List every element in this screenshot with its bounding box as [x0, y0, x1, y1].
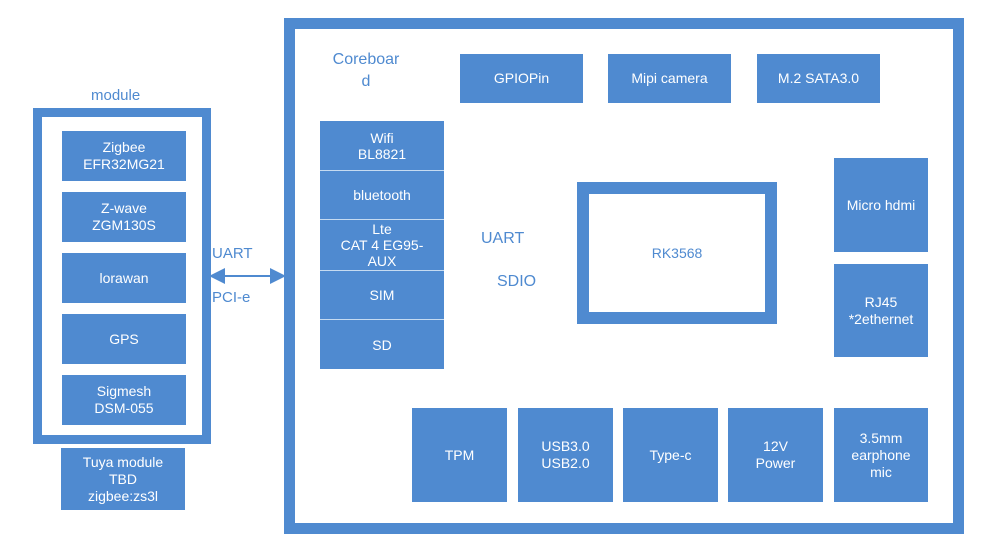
- sd-cell: SD: [372, 336, 392, 353]
- module-item-zigbee: Zigbee EFR32MG21: [62, 131, 186, 181]
- bluetooth-cell: bluetooth: [320, 171, 444, 220]
- wireless-stack: Wifi BL8821 bluetooth Lte CAT 4 EG95- AU…: [320, 121, 444, 369]
- module-link-pcie-label: PCI-e: [212, 289, 251, 306]
- tpm-block: TPM: [412, 408, 507, 502]
- micro-hdmi-block: Micro hdmi: [834, 158, 928, 252]
- module-item-gps: GPS: [62, 314, 186, 364]
- module-item-lorawan: lorawan: [62, 253, 186, 303]
- tuya-module-note: Tuya module TBD zigbee:zs3l: [61, 448, 185, 510]
- audio-jack-block: 3.5mm earphone mic: [834, 408, 928, 502]
- mipi-camera-block: Mipi camera: [608, 54, 731, 103]
- type-c-block: Type-c: [623, 408, 718, 502]
- usb-block: USB3.0 USB2.0: [518, 408, 613, 502]
- wifi-cell: Wifi BL8821: [320, 121, 444, 171]
- module-link-uart-label: UART: [212, 245, 253, 262]
- module-item-sigmesh: Sigmesh DSM-055: [62, 375, 186, 425]
- soc-label: RK3568: [651, 244, 703, 261]
- uart-label: UART: [481, 230, 525, 247]
- rj45-block: RJ45 *2ethernet: [834, 264, 928, 357]
- sim-cell: SIM: [320, 271, 444, 320]
- module-title: module: [91, 87, 141, 104]
- module-item-zwave: Z-wave ZGM130S: [62, 192, 186, 242]
- soc-frame: RK3568: [577, 182, 777, 324]
- lte-cell: Lte CAT 4 EG95- AUX: [320, 220, 444, 271]
- m2-sata-block: M.2 SATA3.0: [757, 54, 880, 103]
- sdio-label: SDIO: [497, 273, 537, 290]
- power-12v-block: 12V Power: [728, 408, 823, 502]
- gpio-pin-block: GPIOPin: [460, 54, 583, 103]
- coreboard-title: Coreboar d: [332, 51, 400, 90]
